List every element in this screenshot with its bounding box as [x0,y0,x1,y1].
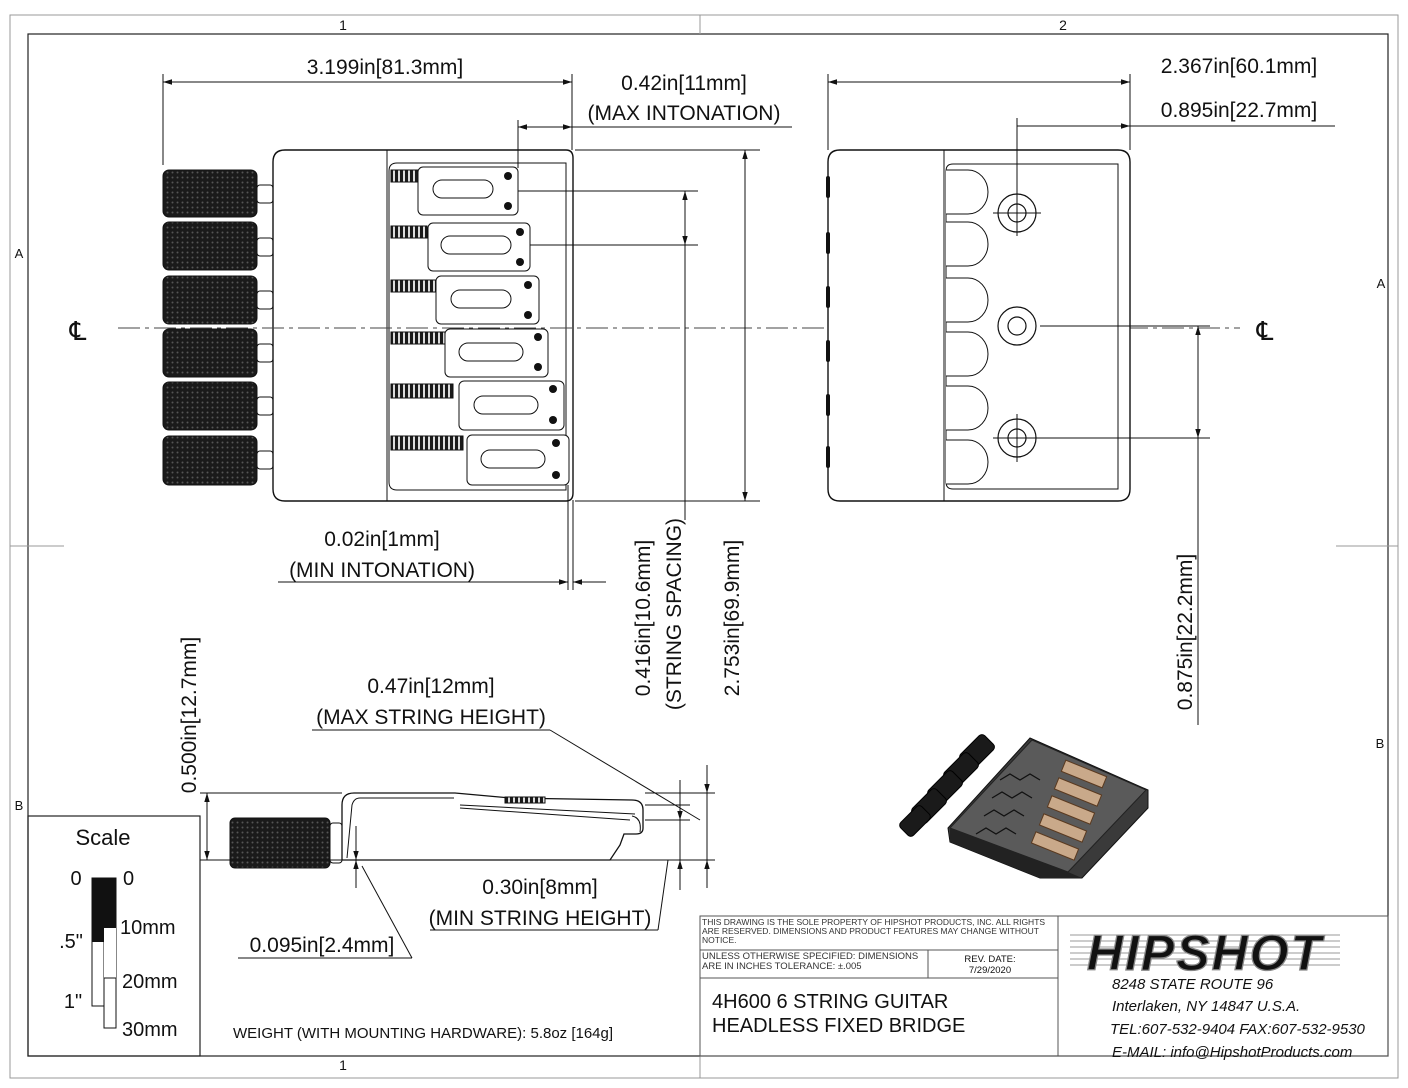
scale-mm-0: 0 [123,868,134,890]
tuning-knobs [162,169,274,486]
side-height-dim: 0.500in[12.7mm] [178,637,201,793]
zone-left-a: A [15,246,24,261]
scale-mm-20: 20mm [122,971,178,993]
scale-box [27,815,201,1057]
rev-date: 7/29/2020 [969,965,1011,976]
email: E-MAIL: info@HipshotProducts.com [1112,1044,1352,1061]
scale-mm-30: 30mm [122,1019,178,1041]
max-string-height-label: (MAX STRING HEIGHT) [316,706,546,729]
scale-mm-10: 10mm [120,917,176,939]
mounting-holes [997,193,1037,458]
hipshot-logo: HIPSHOT [1070,924,1340,982]
scale-in-1: 1" [64,991,82,1013]
logo-wordmark: HIPSHOT [1087,925,1326,981]
hole-offset-dim: 0.895in[22.7mm] [1161,99,1317,122]
side-view-bridge [200,792,645,869]
centerline-symbol-right: ℄ [1256,316,1274,346]
zone-bottom-1: 1 [339,1057,347,1073]
zone-top-1: 1 [339,17,347,33]
bottom-view-bridge [826,149,1131,502]
product-line-2: HEADLESS FIXED BRIDGE [712,1015,965,1037]
min-intonation-dim: 0.02in[1mm] [324,528,440,551]
min-string-height-label: (MIN STRING HEIGHT) [429,907,652,930]
base-dim: 0.095in[2.4mm] [250,934,395,957]
top-view-dimension-lines [162,74,792,590]
tolerance-note: UNLESS OTHERWISE SPECIFIED: DIMENSIONS A… [702,952,919,972]
side-view-dimension-lines [200,729,715,959]
max-intonation-dim: 0.42in[11mm] [621,72,747,95]
string-spacing-label: (STRING SPACING) [663,518,686,710]
ownership-notice: THIS DRAWING IS THE SOLE PROPERTY OF HIP… [702,918,1046,945]
height-dim-text: 2.753in[69.9mm] [721,540,744,696]
min-string-height-dim: 0.30in[8mm] [482,876,598,899]
bottom-view-dimension-lines [827,74,1335,725]
phone-fax: TEL:607-532-9404 FAX:607-532-9530 [1110,1021,1366,1038]
zone-left-b: B [15,798,24,813]
address-line-1: 8248 STATE ROUTE 96 [1112,976,1274,993]
min-intonation-label: (MIN INTONATION) [289,559,475,582]
zone-top-2: 2 [1059,17,1067,33]
rev-label: REV. DATE: [964,954,1015,965]
scale-in-half: .5" [59,931,83,953]
saddles [390,166,570,486]
string-spacing-dim: 0.416in[10.6mm] [632,540,655,696]
max-string-height-dim: 0.47in[12mm] [367,675,494,698]
isometric-bridge-view [899,734,1149,879]
bottom-width-dim: 2.367in[60.1mm] [1161,55,1317,78]
product-line-1: 4H600 6 STRING GUITAR [712,991,948,1013]
weight-note: WEIGHT (WITH MOUNTING HARDWARE): 5.8oz [… [233,1025,613,1042]
hole-spacing-dim: 0.875in[22.2mm] [1174,554,1197,710]
scale-title: Scale [75,825,130,850]
width-dim-text: 3.199in[81.3mm] [307,56,463,79]
top-view-bridge [162,149,574,502]
zone-right-a: A [1377,276,1386,291]
title-block [699,915,1389,1057]
zone-right-b: B [1376,736,1385,751]
address-line-2: Interlaken, NY 14847 U.S.A. [1112,998,1300,1015]
max-intonation-label: (MAX INTONATION) [588,102,781,125]
scale-in-0: 0 [70,868,81,890]
centerline-symbol-left: ℄ [69,316,87,346]
